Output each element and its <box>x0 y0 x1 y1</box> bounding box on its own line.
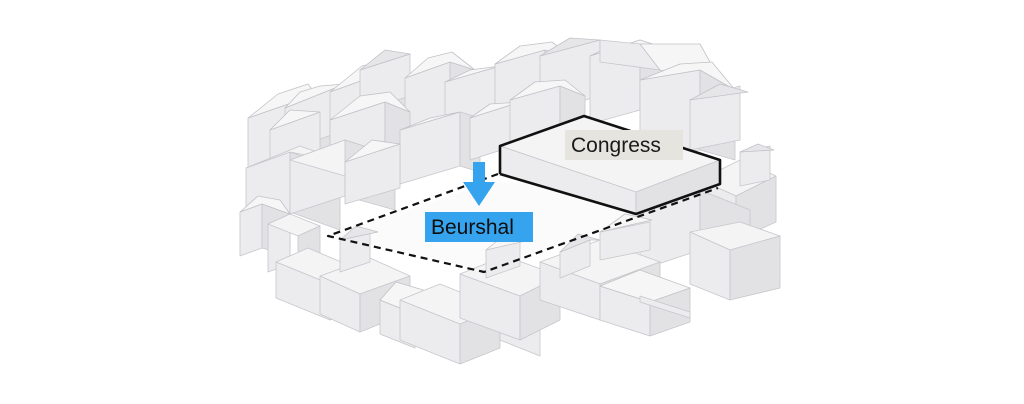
arrow-down-icon <box>463 162 495 206</box>
congress-outline <box>498 114 722 216</box>
buildings-west <box>239 139 401 279</box>
beurshal-label: Beurshal <box>425 212 533 242</box>
buildings-back <box>247 37 749 185</box>
congress-label: Congress <box>565 130 683 160</box>
buildings-south <box>275 213 691 365</box>
beurshal-dashed-outline <box>326 172 719 274</box>
congress-label-text: Congress <box>571 134 661 157</box>
beurshal-label-text: Beurshal <box>431 216 514 239</box>
